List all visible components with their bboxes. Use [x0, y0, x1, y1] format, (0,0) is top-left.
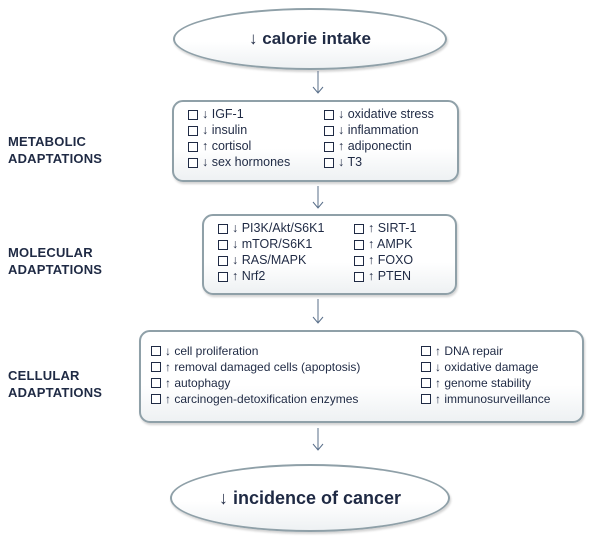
checkbox-icon	[354, 223, 364, 234]
checkbox-icon	[421, 394, 431, 404]
cancer-incidence-text: ↓ incidence of cancer	[218, 487, 402, 508]
checkbox-icon	[218, 271, 228, 282]
checkbox-icon	[218, 223, 228, 234]
list-item: ↓ oxidative stress	[324, 107, 434, 122]
cellular-adaptations-label: CELLULAR ADAPTATIONS	[8, 368, 103, 400]
list-item: ↑ carcinogen-detoxification enzymes	[151, 392, 360, 406]
list-item: ↑ DNA repair	[421, 344, 550, 358]
list-item: ↓ RAS/MAPK	[218, 253, 324, 268]
checkbox-icon	[324, 109, 334, 120]
list-item: ↓ IGF-1	[188, 107, 290, 122]
list-item: ↑ AMPK	[354, 237, 416, 252]
list-item: ↑ PTEN	[354, 269, 416, 284]
list-item: ↓ insulin	[188, 123, 290, 138]
checkbox-icon	[188, 157, 198, 168]
arrow-down-icon	[312, 299, 324, 325]
molecular-box: ↓ PI3K/Akt/S6K1 ↓ mTOR/S6K1 ↓ RAS/MAPK ↑…	[202, 214, 457, 295]
metabolic-box: ↓ IGF-1 ↓ insulin ↑ cortisol ↓ sex hormo…	[172, 100, 459, 182]
molecular-adaptations-label: MOLECULAR ADAPTATIONS	[8, 245, 103, 277]
calorie-intake-text: ↓ calorie intake	[249, 29, 371, 48]
molecular-left-list: ↓ PI3K/Akt/S6K1 ↓ mTOR/S6K1 ↓ RAS/MAPK ↑…	[218, 221, 324, 284]
list-item: ↓ T3	[324, 155, 434, 170]
checkbox-icon	[421, 346, 431, 356]
checkbox-icon	[354, 255, 364, 266]
checkbox-icon	[218, 239, 228, 250]
checkbox-icon	[324, 157, 334, 168]
list-item: ↑ autophagy	[151, 376, 360, 390]
checkbox-icon	[421, 378, 431, 388]
list-item: ↑ SIRT-1	[354, 221, 416, 236]
checkbox-icon	[151, 394, 161, 404]
list-item: ↑ cortisol	[188, 139, 290, 154]
arrow-down-icon	[312, 428, 324, 452]
list-item: ↓ inflammation	[324, 123, 434, 138]
checkbox-icon	[151, 346, 161, 356]
checkbox-icon	[151, 362, 161, 372]
calorie-intake-node: ↓ calorie intake	[173, 8, 447, 70]
list-item: ↑ genome stability	[421, 376, 550, 390]
list-item: ↓ mTOR/S6K1	[218, 237, 324, 252]
checkbox-icon	[324, 125, 334, 136]
list-item: ↑ FOXO	[354, 253, 416, 268]
checkbox-icon	[354, 239, 364, 250]
metabolic-left-list: ↓ IGF-1 ↓ insulin ↑ cortisol ↓ sex hormo…	[188, 107, 290, 170]
list-item: ↑ adiponectin	[324, 139, 434, 154]
molecular-right-list: ↑ SIRT-1 ↑ AMPK ↑ FOXO ↑ PTEN	[354, 221, 416, 284]
list-item: ↑ immunosurveillance	[421, 392, 550, 406]
checkbox-icon	[188, 109, 198, 120]
metabolic-adaptations-label: METABOLIC ADAPTATIONS	[8, 134, 103, 166]
checkbox-icon	[421, 362, 431, 372]
checkbox-icon	[151, 378, 161, 388]
checkbox-icon	[188, 141, 198, 152]
cellular-box: ↓ cell proliferation ↑ removal damaged c…	[139, 330, 584, 423]
checkbox-icon	[324, 141, 334, 152]
cellular-right-list: ↑ DNA repair ↓ oxidative damage ↑ genome…	[421, 344, 550, 406]
checkbox-icon	[188, 125, 198, 136]
list-item: ↑ Nrf2	[218, 269, 324, 284]
list-item: ↑ removal damaged cells (apoptosis)	[151, 360, 360, 374]
list-item: ↓ sex hormones	[188, 155, 290, 170]
list-item: ↓ cell proliferation	[151, 344, 360, 358]
arrow-down-icon	[312, 71, 324, 95]
cellular-left-list: ↓ cell proliferation ↑ removal damaged c…	[151, 344, 360, 406]
checkbox-icon	[218, 255, 228, 266]
list-item: ↓ oxidative damage	[421, 360, 550, 374]
arrow-down-icon	[312, 186, 324, 210]
list-item: ↓ PI3K/Akt/S6K1	[218, 221, 324, 236]
metabolic-right-list: ↓ oxidative stress ↓ inflammation ↑ adip…	[324, 107, 434, 170]
checkbox-icon	[354, 271, 364, 282]
cancer-incidence-node: ↓ incidence of cancer	[170, 464, 450, 532]
